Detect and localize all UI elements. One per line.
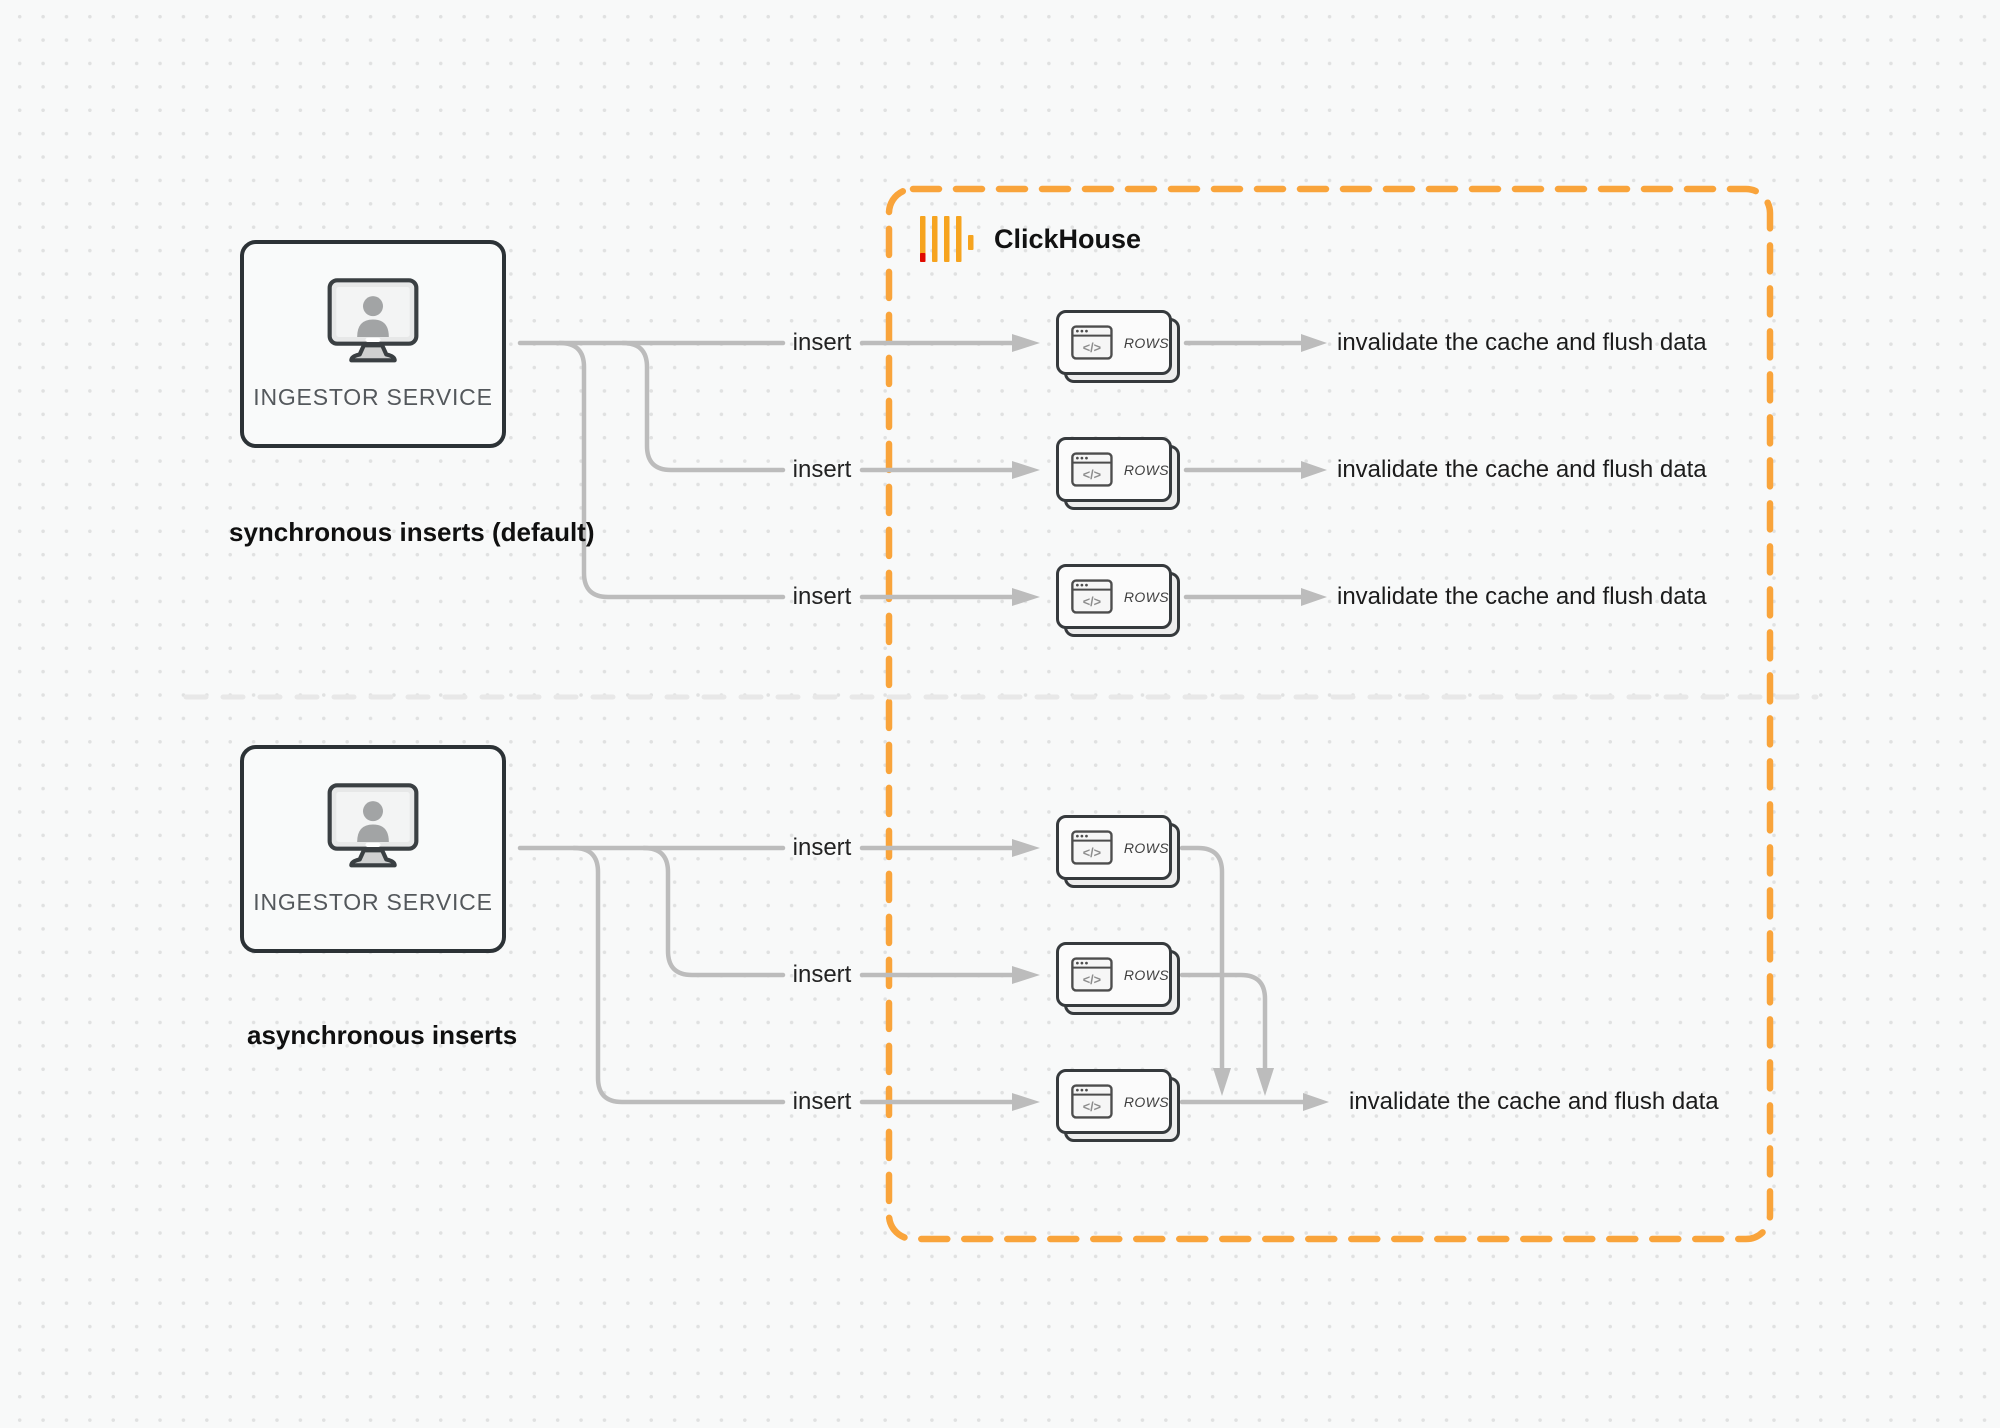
wire-sync-branch-2 [620,340,786,473]
result-label: invalidate the cache and flush data [1337,583,1707,610]
wire-async-merge-2 [1179,972,1268,1071]
rows-card: </> ROWS [1056,564,1180,637]
code-glyph: </> [1083,594,1101,609]
code-window-icon: </> [1071,830,1113,865]
rows-card: </> ROWS [1056,942,1180,1015]
rows-card: </> ROWS [1056,437,1180,510]
async-caption: asynchronous inserts [247,1020,518,1050]
rows-card-label: ROWS [1123,588,1169,605]
rows-card: </> ROWS [1056,815,1180,888]
code-window-icon: </> [1071,579,1113,614]
arrowhead-group [1012,334,1329,1111]
rows-card-label: ROWS [1123,839,1169,856]
arrowhead-sync-result-2 [1301,461,1327,479]
clickhouse-logo: ClickHouse [918,213,1141,265]
clickhouse-red-accent [920,253,926,262]
arrowhead-sync-result-1 [1301,334,1327,352]
clickhouse-bars-icon [920,216,974,262]
arrowhead-async-insert-1 [1012,839,1040,857]
code-window-icon: </> [1071,1084,1113,1119]
rows-card-front: </> ROWS [1056,942,1172,1007]
async-ingestor-service-box: INGESTOR SERVICE [240,745,506,953]
arrowhead-sync-insert-2 [1012,461,1040,479]
code-glyph: </> [1083,845,1101,860]
insert-label: insert [792,961,852,988]
arrowhead-sync-result-3 [1301,588,1327,606]
code-glyph: </> [1083,467,1101,482]
insert-label: insert [792,583,852,610]
user-icon [363,296,383,317]
rows-card: </> ROWS [1056,1069,1180,1142]
workstation-icon [327,278,419,363]
code-glyph: </> [1083,972,1101,987]
sync-ingestor-service-box: INGESTOR SERVICE [240,240,506,448]
arrowhead-async-result [1303,1093,1329,1111]
rows-card: </> ROWS [1056,310,1180,383]
rows-card-front: </> ROWS [1056,310,1172,375]
result-label: invalidate the cache and flush data [1349,1088,1719,1115]
wire-async-merge-1 [1179,845,1225,1071]
code-window-icon: </> [1071,325,1113,360]
insert-label: insert [792,456,852,483]
insert-label: insert [792,329,852,356]
rows-card-label: ROWS [1123,334,1169,351]
service-label: INGESTOR SERVICE [253,889,493,915]
arrowhead-async-merge-1 [1213,1068,1231,1096]
result-label: invalidate the cache and flush data [1337,456,1707,483]
result-label: invalidate the cache and flush data [1337,329,1707,356]
user-icon [363,801,383,822]
clickhouse-wordmark: ClickHouse [994,223,1142,254]
wire-group [517,340,1306,1105]
rows-card-label: ROWS [1123,966,1169,983]
service-label: INGESTOR SERVICE [253,384,493,410]
insert-label: insert [792,1088,852,1115]
workstation-icon [327,783,419,868]
rows-card-label: ROWS [1123,1093,1169,1110]
arrowhead-async-insert-2 [1012,966,1040,984]
arrowhead-async-merge-2 [1256,1068,1274,1096]
rows-card-label: ROWS [1123,461,1169,478]
code-glyph: </> [1083,340,1101,355]
rows-card-front: </> ROWS [1056,815,1172,880]
code-window-icon: </> [1071,452,1113,487]
rows-card-front: </> ROWS [1056,437,1172,502]
arrowhead-sync-insert-1 [1012,334,1040,352]
code-window-icon: </> [1071,957,1113,992]
rows-card-front: </> ROWS [1056,1069,1172,1134]
arrowhead-async-insert-3 [1012,1093,1040,1111]
sync-caption: synchronous inserts (default) [229,517,595,547]
wire-sync-branch-3 [557,340,786,600]
arrowhead-sync-insert-3 [1012,588,1040,606]
insert-label: insert [792,834,852,861]
code-glyph: </> [1083,1099,1101,1114]
wire-async-branch-2 [641,845,786,978]
rows-card-front: </> ROWS [1056,564,1172,629]
wire-async-branch-3 [571,845,786,1105]
clickhouse-container-border [885,185,1774,1243]
